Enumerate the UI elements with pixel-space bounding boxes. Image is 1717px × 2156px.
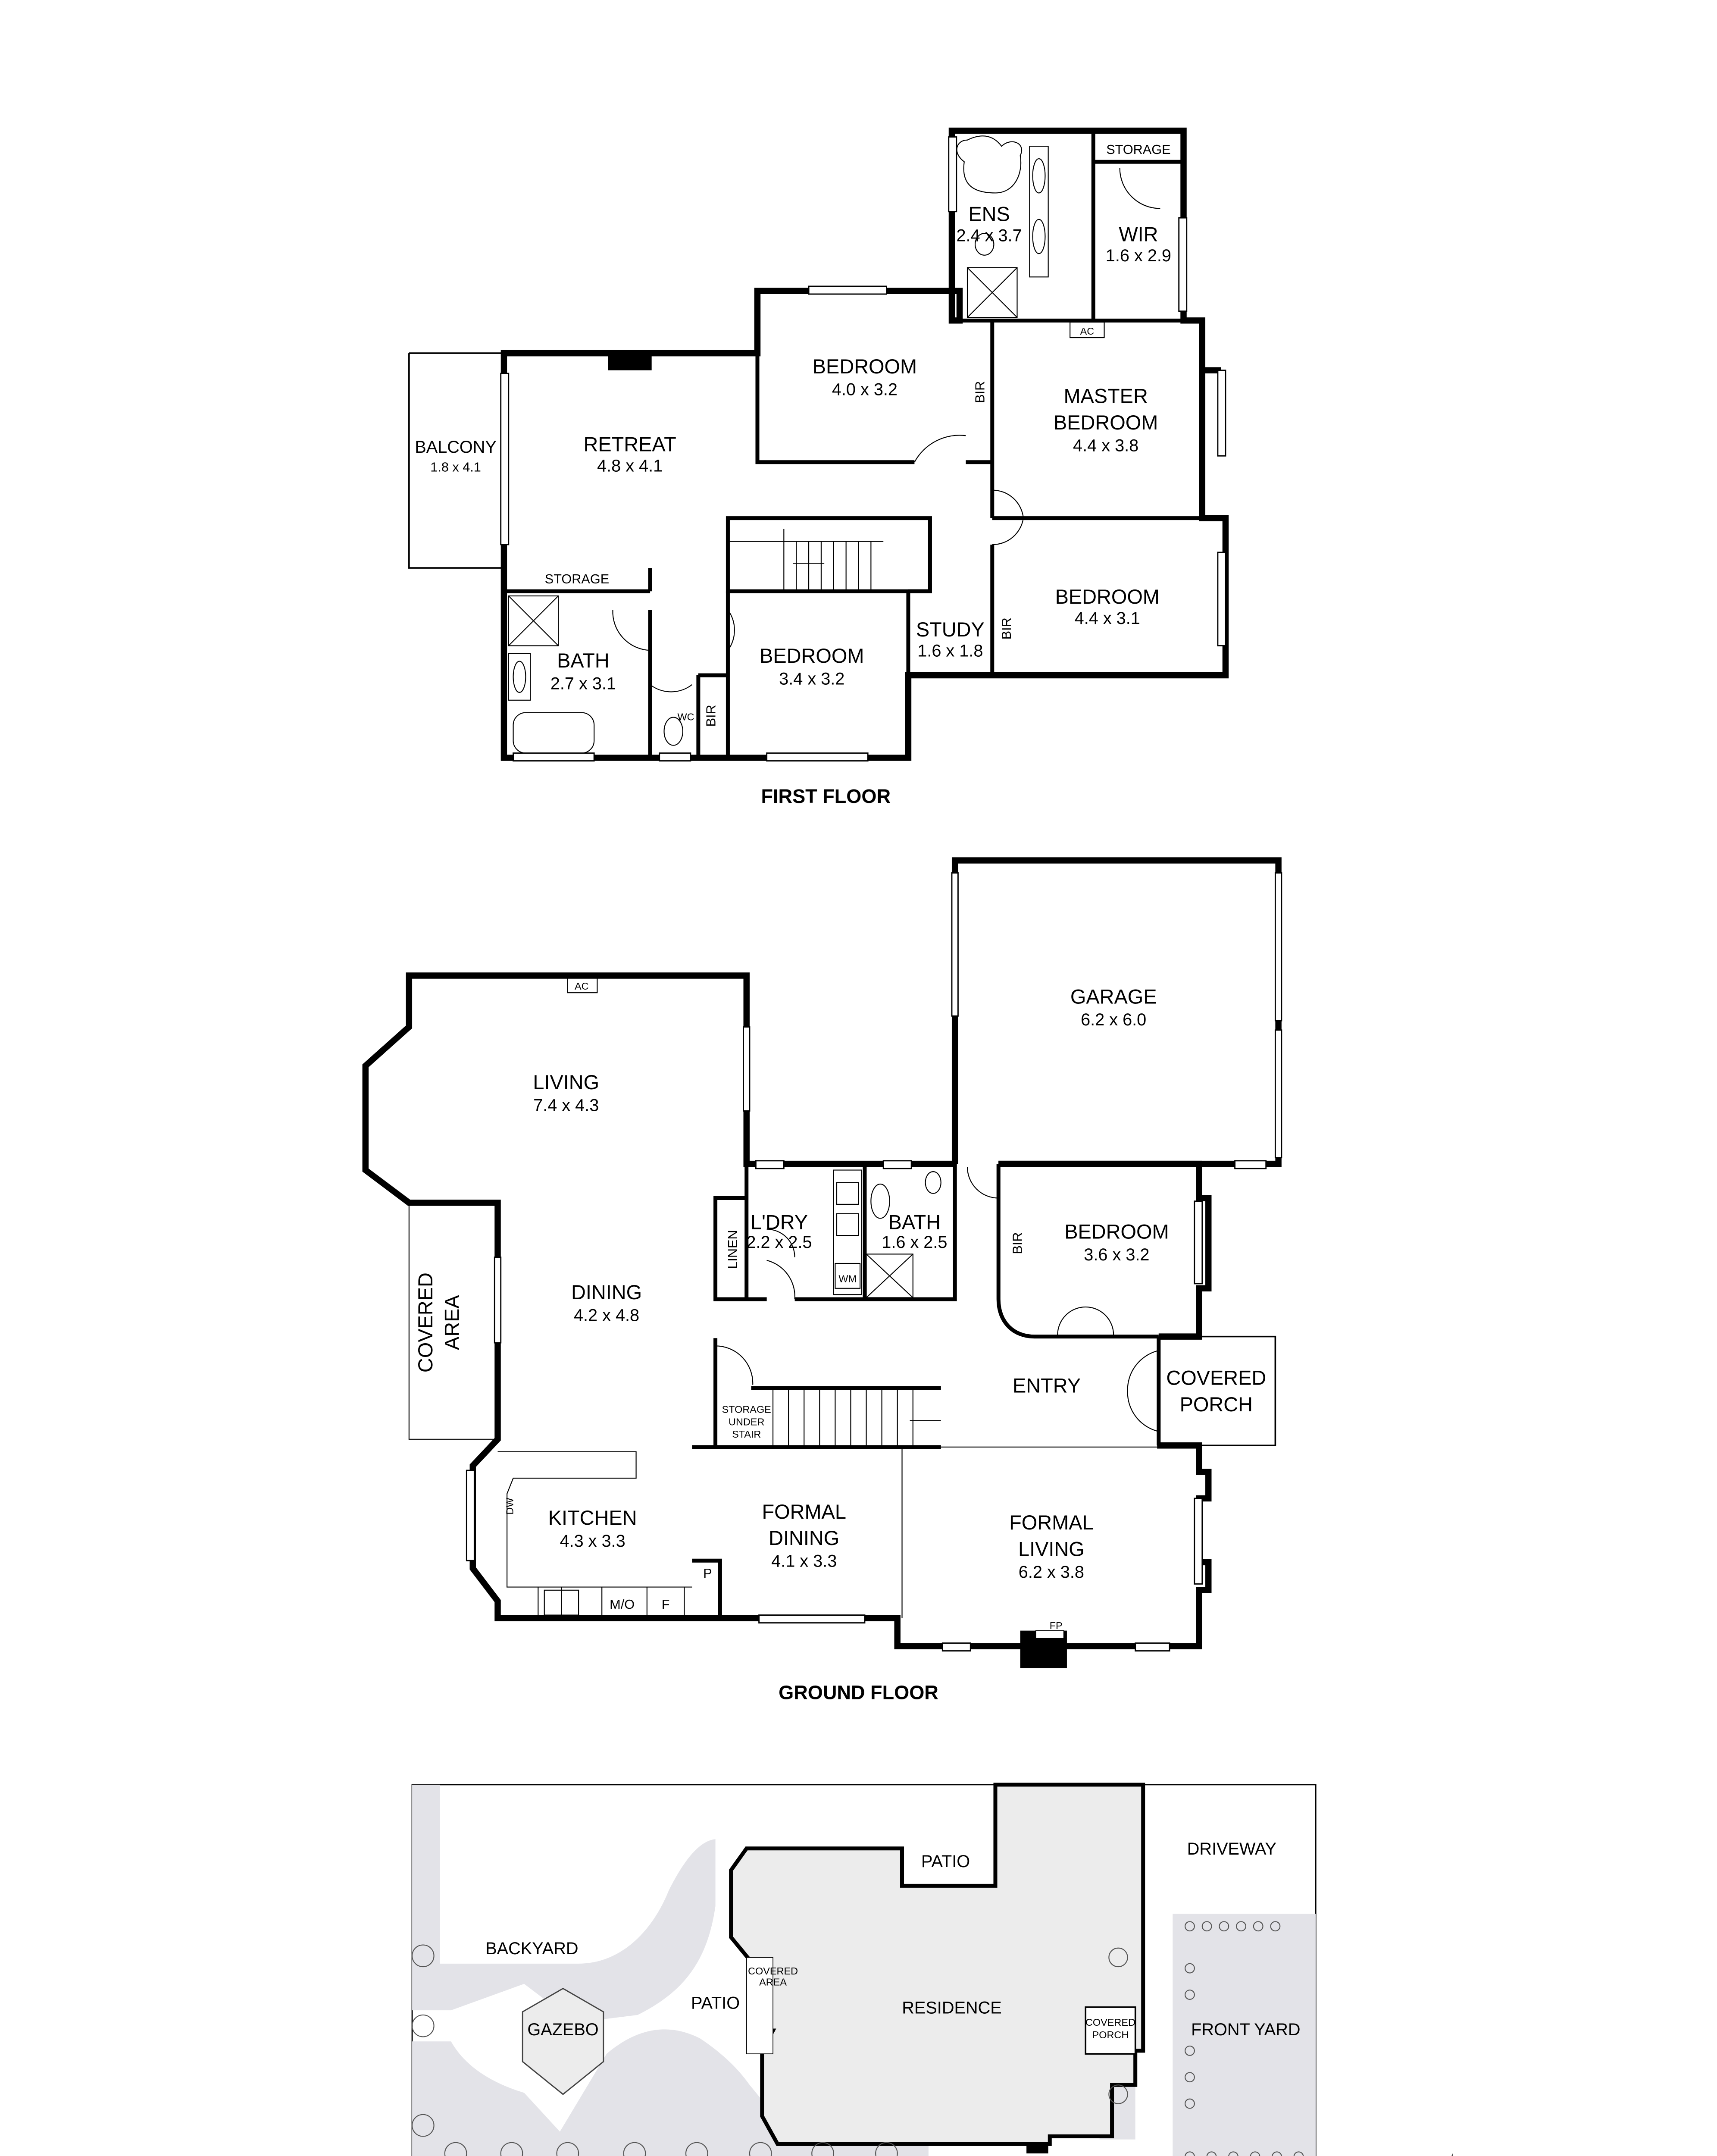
retreat-dim: 4.8 x 4.1 (597, 456, 663, 475)
fridge-label: F (662, 1597, 670, 1612)
covered-area-label-1: COVERED (414, 1272, 437, 1373)
compass-label: N (1466, 2148, 1520, 2156)
storage-under-stair-2: UNDER (729, 1416, 764, 1427)
dw-label: DW (504, 1498, 516, 1515)
dining-dim: 4.2 x 4.8 (574, 1306, 639, 1325)
kitchen-label: KITCHEN (548, 1507, 637, 1529)
covered-porch-label-2: PORCH (1180, 1393, 1253, 1416)
gf-bedroom-label: BEDROOM (1064, 1220, 1169, 1243)
storage-under-stair-3: STAIR (732, 1429, 761, 1440)
site-driveway-label: DRIVEWAY (1187, 1839, 1276, 1858)
site-covered-area-label-1: COVERED (748, 1965, 798, 1977)
formal-living-label-2: LIVING (1018, 1538, 1085, 1560)
formal-dining-label-2: DINING (769, 1527, 839, 1549)
hall-storage-label: STORAGE (545, 572, 609, 586)
first-floor-title: FIRST FLOOR (761, 785, 891, 807)
formal-living-label-1: FORMAL (1009, 1511, 1093, 1534)
garage-dim: 6.2 x 6.0 (1081, 1010, 1146, 1029)
entry-label: ENTRY (1013, 1375, 1081, 1397)
retreat-label: RETREAT (583, 433, 676, 455)
formal-dining-label-1: FORMAL (762, 1501, 846, 1523)
site-covered-area-label-2: AREA (759, 1976, 787, 1987)
wir-label: WIR (1119, 223, 1158, 245)
wm-label: WM (838, 1273, 857, 1284)
bath-label: BATH (557, 649, 610, 672)
covered-porch-label-1: COVERED (1166, 1366, 1266, 1389)
site-front-yard-label: FRONT YARD (1191, 2020, 1300, 2039)
gf-bir-label: BIR (1010, 1232, 1025, 1254)
living-dim: 7.4 x 4.3 (533, 1096, 599, 1115)
site-backyard-label: BACKYARD (485, 1939, 578, 1958)
gf-bedroom-dim: 3.6 x 3.2 (1084, 1245, 1149, 1264)
bir-2-label: BIR (704, 705, 719, 727)
tree-icons (411, 1921, 1304, 2156)
balcony-label: BALCONY (415, 438, 497, 457)
garage-label: GARAGE (1070, 985, 1157, 1008)
bedroom-1-dim: 4.0 x 3.2 (832, 380, 898, 399)
master-dim: 4.4 x 3.8 (1073, 436, 1138, 455)
storage-under-stair-1: STORAGE (722, 1404, 771, 1415)
siteplan: PATIO DRIVEWAY BACKYARD COVERED AREA PAT… (411, 1783, 1317, 2156)
north-compass-icon: N (1451, 2148, 1520, 2156)
bedroom-2-dim: 3.4 x 3.2 (779, 670, 844, 689)
ground-floor-title: GROUND FLOOR (779, 1681, 938, 1703)
site-covered-porch-label-1: COVERED (1085, 2017, 1135, 2028)
microwave-label: M/O (610, 1597, 635, 1612)
ens-dim: 2.4 x 3.7 (956, 226, 1022, 245)
bedroom-2-label: BEDROOM (760, 645, 864, 667)
covered-area-label-2: AREA (441, 1295, 463, 1350)
wc-label: WC (678, 711, 694, 723)
balcony-dim: 1.8 x 4.1 (430, 460, 481, 474)
living-label: LIVING (533, 1071, 599, 1094)
site-patio-side-label: PATIO (691, 1993, 740, 2012)
bir-1-label: BIR (973, 381, 988, 403)
site-covered-porch-label-2: PORCH (1092, 2029, 1129, 2040)
laundry-dim: 2.2 x 2.5 (746, 1233, 812, 1252)
fireplace-label: FP (1050, 1620, 1063, 1631)
study-label: STUDY (916, 618, 985, 641)
bedroom-1-label: BEDROOM (813, 355, 917, 378)
kitchen-dim: 4.3 x 3.3 (560, 1532, 625, 1551)
formal-living-dim: 6.2 x 3.8 (1019, 1563, 1084, 1582)
wir-storage-label: STORAGE (1106, 142, 1170, 157)
first-floor: AC ENS 2.4 x 3.7 STORAGE WIR 1.6 x 2.9 B… (408, 127, 1229, 807)
master-label-1: MASTER (1063, 385, 1148, 407)
site-residence-label: RESIDENCE (902, 1998, 1001, 2017)
dining-label: DINING (571, 1281, 642, 1304)
ac-label: AC (1080, 326, 1095, 337)
study-dim: 1.6 x 1.8 (917, 642, 983, 661)
bedroom-3-dim: 4.4 x 3.1 (1075, 609, 1140, 628)
master-label-2: BEDROOM (1054, 411, 1158, 434)
laundry-label: L'DRY (751, 1211, 808, 1234)
linen-label: LINEN (726, 1230, 740, 1269)
bir-3-label: BIR (999, 617, 1014, 639)
site-patio-top-label: PATIO (921, 1852, 970, 1871)
site-gazebo-label: GAZEBO (527, 2020, 598, 2039)
wir-dim: 1.6 x 2.9 (1106, 246, 1171, 265)
pantry-label: P (703, 1566, 712, 1581)
gf-bath-label: BATH (888, 1211, 941, 1234)
gf-bath-dim: 1.6 x 2.5 (882, 1233, 947, 1252)
formal-dining-dim: 4.1 x 3.3 (771, 1552, 837, 1571)
gf-ac-label: AC (575, 981, 589, 992)
bedroom-3-label: BEDROOM (1055, 586, 1160, 608)
ground-floor: AC LIVING 7.4 x 4.3 GARAGE 6.2 x 6.0 LIN… (362, 857, 1282, 1703)
bath-dim: 2.7 x 3.1 (550, 674, 616, 693)
ens-label: ENS (968, 203, 1010, 225)
